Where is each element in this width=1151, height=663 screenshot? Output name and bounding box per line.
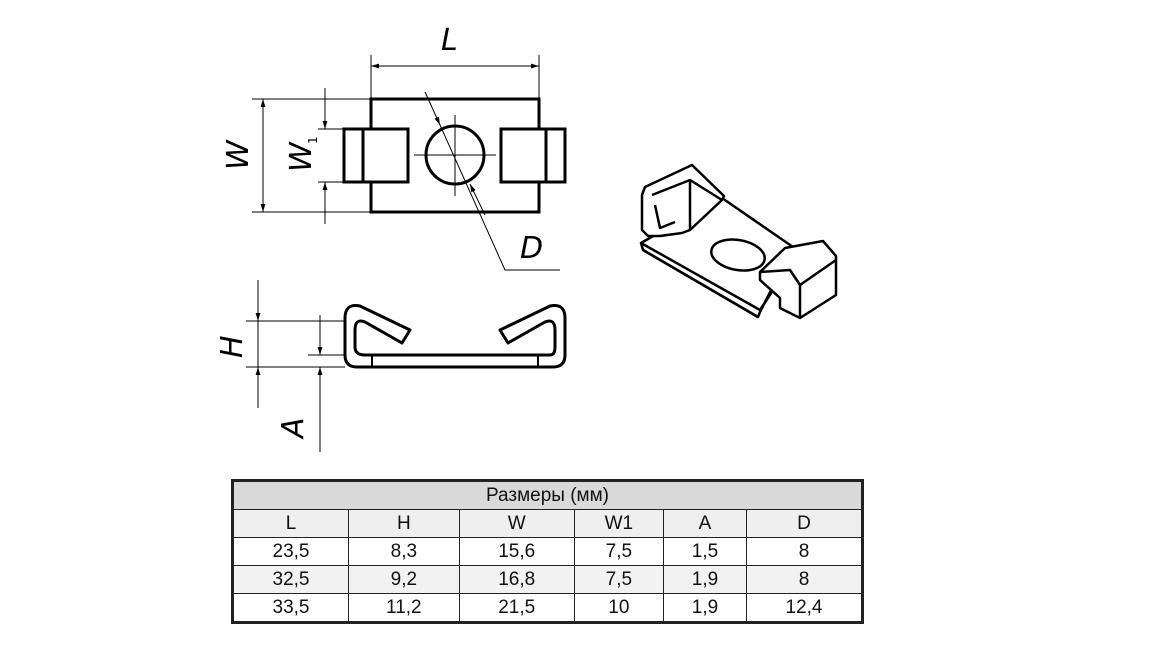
- top-view: [252, 55, 567, 271]
- table-title-row: Размеры (мм): [233, 481, 862, 510]
- label-W1-sub: 1: [306, 136, 320, 144]
- column-header: A: [662, 509, 747, 538]
- label-H: H: [215, 335, 250, 358]
- label-W1-base: W: [284, 141, 319, 172]
- column-header: L: [233, 509, 349, 538]
- table-row: 23,5 8,3 15,6 7,5 1,5 8: [233, 537, 863, 566]
- table-cell: 1,5: [662, 537, 747, 566]
- label-W: W: [221, 139, 256, 170]
- column-header: D: [745, 509, 863, 538]
- table-cell: 10: [573, 593, 664, 622]
- table-cell: 7,5: [573, 565, 664, 594]
- table-cell: 21,5: [458, 593, 575, 622]
- table-row: 33,5 11,2 21,5 10 1,9 12,4: [233, 593, 863, 622]
- table-cell: 8: [745, 565, 863, 594]
- column-header: H: [347, 509, 460, 538]
- technical-drawing: L W W 1 D H A: [215, 23, 838, 452]
- table-cell: 7,5: [573, 537, 664, 566]
- label-L: L: [441, 23, 458, 58]
- table-cell: 9,2: [347, 565, 460, 594]
- table-cell: 1,9: [662, 593, 747, 622]
- table-cell: 1,9: [662, 565, 747, 594]
- dimensions-table: Размеры (мм) L H W W1 A D 23,5 8,3 15,6 …: [231, 479, 864, 624]
- table-cell: 8: [745, 537, 863, 566]
- table-header-row: L H W W1 A D: [233, 509, 863, 538]
- column-header: W1: [573, 509, 664, 538]
- table-cell: 11,2: [347, 593, 460, 622]
- table-cell: 33,5: [233, 593, 349, 622]
- table-cell: 12,4: [745, 593, 863, 622]
- side-view: [246, 280, 567, 452]
- label-D: D: [520, 231, 543, 266]
- table-cell: 32,5: [233, 565, 349, 594]
- table-row: 32,5 9,2 16,8 7,5 1,9 8: [233, 565, 863, 594]
- table-cell: 8,3: [347, 537, 460, 566]
- isometric-view: [639, 163, 838, 320]
- table-title: Размеры (мм): [233, 481, 862, 510]
- column-header: W: [458, 509, 575, 538]
- table-cell: 23,5: [233, 537, 349, 566]
- label-W1: W 1: [284, 136, 320, 172]
- table-cell: 15,6: [458, 537, 575, 566]
- table-cell: 16,8: [458, 565, 575, 594]
- label-A: A: [276, 417, 311, 440]
